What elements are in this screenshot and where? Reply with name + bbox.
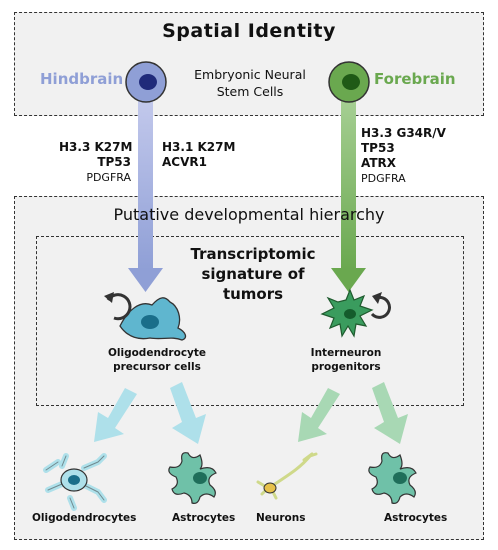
opc-label: Oligodendrocyte precursor cells (107, 347, 207, 373)
mutation-acvr1: ACVR1 (162, 155, 207, 169)
stem-cells-label: Embryonic Neural Stem Cells (194, 67, 306, 99)
forebrain-label: Forebrain (374, 70, 456, 88)
arrow-to-oligodendrocytes (94, 388, 137, 442)
mutation-h31-k27m: H3.1 K27M (162, 140, 236, 154)
astrocyte-cell-right (368, 452, 417, 504)
hindbrain-mutations-list-2: H3.1 K27M ACVR1 (162, 140, 235, 170)
arrow-to-astrocytes-left (170, 382, 206, 444)
hindbrain-stem-cell (125, 61, 167, 103)
neuron-cell (256, 452, 318, 500)
hindbrain-mutations-list-1: H3.3 K27M TP53 PDGFRA (59, 140, 133, 185)
forebrain-arrow (331, 98, 366, 292)
mutation-h33-g34rv: H3.3 G34R/V (361, 126, 446, 140)
forebrain-mutations-list: H3.3 G34R/V TP53 ATRX PDGFRA (361, 126, 446, 186)
opc-cell (104, 292, 187, 341)
spatial-identity-box (14, 12, 484, 116)
mutation-tp53-fb: TP53 (361, 141, 395, 155)
mutation-h33-k27m: H3.3 K27M (59, 140, 133, 154)
oligodendrocytes-label: Oligodendrocytes (32, 512, 137, 524)
oligodendrocyte-cell (43, 453, 107, 511)
neurons-label: Neurons (256, 512, 306, 524)
hierarchy-title: Putative developmental hierarchy (113, 205, 385, 224)
mutation-pdgfra: PDGFRA (86, 171, 131, 184)
astrocyte-cell-left (168, 452, 217, 504)
astrocytes-label-left: Astrocytes (172, 512, 236, 524)
signature-title: Transcriptomic signature of tumors (190, 245, 316, 303)
arrow-to-astrocytes-right (372, 382, 408, 444)
hindbrain-arrow (128, 98, 163, 292)
forebrain-stem-cell (328, 61, 370, 103)
hindbrain-label: Hindbrain (40, 70, 124, 88)
interneuron-progenitors-label: Interneuron progenitors (310, 347, 382, 373)
mutation-pdgfra-fb: PDGFRA (361, 172, 406, 185)
spatial-identity-title: Spatial Identity (162, 20, 336, 42)
astrocytes-label-right: Astrocytes (384, 512, 448, 524)
signature-box (36, 236, 464, 406)
mutation-tp53: TP53 (97, 155, 131, 169)
mutation-atrx: ATRX (361, 156, 397, 170)
arrow-to-neurons (298, 388, 340, 442)
interneuron-progenitor-cell (320, 288, 391, 338)
